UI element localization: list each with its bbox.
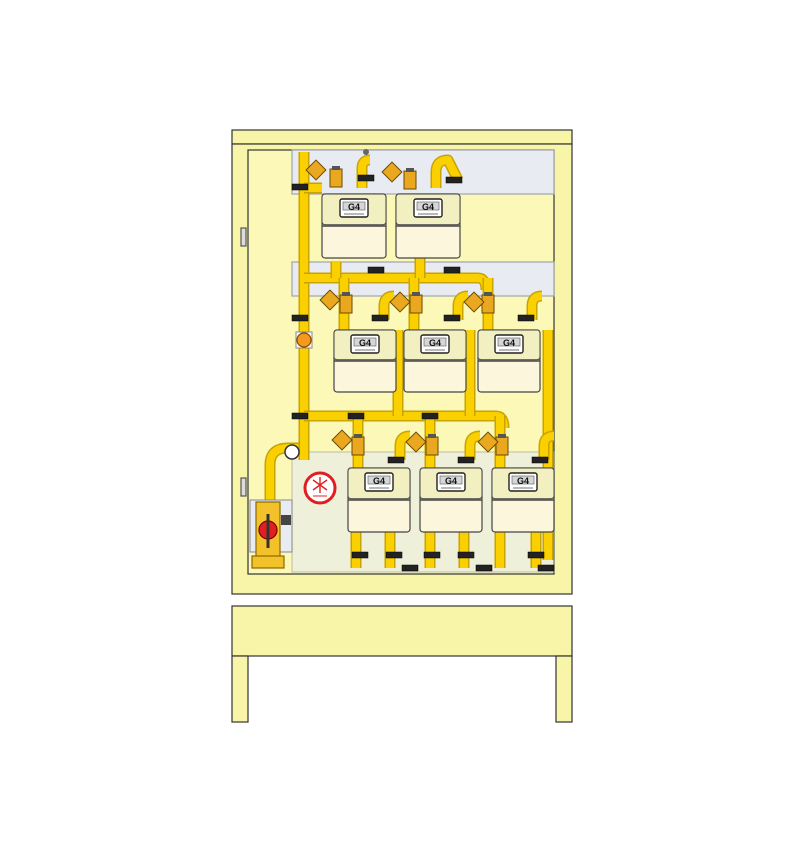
pipe-clamp-icon [443,266,461,274]
meter-label: G4 [517,476,529,486]
meter-valve-icon [339,292,353,314]
meter-valve-icon [495,434,509,456]
gas-pipework [264,152,555,568]
union-fitting-icon [405,431,427,453]
pressure-reducer-icon [296,332,312,348]
meter-label: G4 [503,338,515,348]
union-fitting-icon [381,161,403,183]
meter-label: G4 [373,476,385,486]
union-fitting-icon [477,431,499,453]
gas-meter-bottom: G4 [491,467,555,533]
meter-label: G4 [422,202,434,212]
union-fitting-icon [319,289,341,311]
pipe-clamp-icon [347,412,365,420]
valve-seal-icon [281,515,291,525]
meter-label: G4 [445,476,457,486]
meter-display [423,337,447,347]
meter-label: G4 [348,202,360,212]
pipe-clamp-icon [457,456,475,464]
cabinet-base [231,605,573,657]
mid-gooseneck-1-core [380,292,395,320]
gas-meter-top: G4 [395,193,461,259]
meter-valve-icon [403,168,417,190]
base-leg-left [231,655,249,723]
bot-gooseneck-2-core [466,432,481,460]
base-leg-right [555,655,573,723]
pipe-clamp-icon [401,564,419,572]
pipe-clamp-icon [445,176,463,184]
meter-valve-icon [409,292,423,314]
union-fitting-icon [331,429,353,451]
meter-label: G4 [359,338,371,348]
meter-display [342,201,366,211]
union-fitting-icon [389,291,411,313]
mid-gooseneck-2-core [454,292,469,320]
pipe-clamp-icon [423,551,441,559]
pipe-clamp-icon [457,551,475,559]
meter-display [497,337,521,347]
warning-sign-icon [303,471,337,505]
meter-valve-icon [351,434,365,456]
pipe-clamp-icon [357,174,375,182]
riser-union-icon [284,444,300,460]
pipe-clamp-icon [527,551,545,559]
pressure-reducer [295,331,313,349]
gauge-icon [363,149,369,155]
pipe-clamp-icon [517,314,535,322]
pipe-clamp-icon [291,183,309,191]
pipe-clamp-icon [351,551,369,559]
door-hinge-icon [240,227,247,247]
cabinet-roof [231,129,573,145]
meter-display [416,201,440,211]
pipe-clamp-icon [291,412,309,420]
meter-label: G4 [429,338,441,348]
pipe-clamp-icon [421,412,439,420]
pipe-clamp-icon [291,314,309,322]
inlet-flange [251,555,285,569]
pipe-clamp-icon [367,266,385,274]
bot-gooseneck-1-core [396,432,411,460]
pipe-clamp-icon [443,314,461,322]
pipe-fittings [284,149,555,572]
pipe-clamp-icon [537,564,555,572]
gas-meter-top: G4 [321,193,387,259]
meter-display [439,475,463,485]
gas-meter-bottom: G4 [419,467,483,533]
pipe-clamp-icon [475,564,493,572]
union-fitting-icon [463,291,485,313]
top-riser-2-core [432,156,462,188]
meter-display [353,337,377,347]
gas-meter-middle: G4 [403,329,467,393]
union-fitting-icon [305,159,327,181]
pipe-clamp-icon [371,314,389,322]
meter-display [367,475,391,485]
door-hinge-icon [240,477,247,497]
gas-meter-middle: G4 [333,329,397,393]
gas-meter-bottom: G4 [347,467,411,533]
gas-meter-middle: G4 [477,329,541,393]
meter-display [511,475,535,485]
meter-valve-icon [425,434,439,456]
meter-valve-icon [329,166,343,188]
top-riser-1-core [358,156,371,188]
mid-gooseneck-3-core [528,292,543,320]
pipe-clamp-icon [385,551,403,559]
bot-gooseneck-3-core [540,432,555,460]
pipe-clamp-icon [387,456,405,464]
pipe-clamp-icon [531,456,549,464]
main-inlet-assembly [249,499,293,569]
